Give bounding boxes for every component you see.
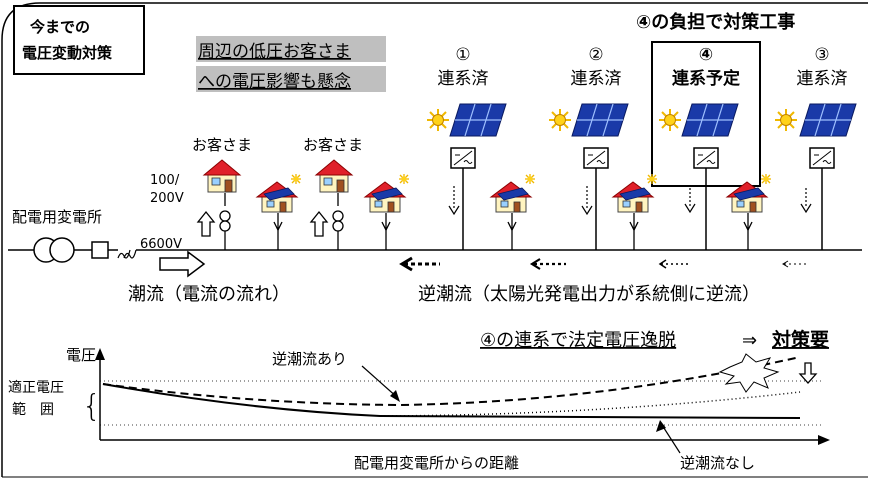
- up-arrow-icon: [309, 210, 329, 237]
- y-axis-arrowhead: [95, 348, 105, 360]
- pv-customer-house-1: [256, 173, 302, 250]
- pv-house-icon: [612, 173, 658, 213]
- sun-icon: [658, 108, 682, 132]
- customer-label-1: お客さま: [192, 136, 252, 154]
- with-reverse-leader-arrowhead: [390, 390, 400, 402]
- pv-house-icon: [364, 173, 410, 213]
- pv-unit-2-num: ②: [588, 45, 603, 65]
- with-reverse-leader: [361, 365, 399, 399]
- voltage-high-label: 6600V: [140, 237, 182, 252]
- substation-label: 配電用変電所: [12, 208, 102, 226]
- customer-house-2: [309, 159, 353, 250]
- concern-line-2: への電圧影響も懸念: [198, 71, 351, 92]
- sun-icon: [774, 108, 798, 132]
- inverter-icon: [583, 147, 609, 169]
- pv-house-icon: [256, 173, 302, 213]
- pv-unit-3-num: ③: [814, 45, 829, 65]
- x-axis-label: 配電用変電所からの距離: [354, 454, 519, 472]
- inverter-icon: [809, 147, 835, 169]
- violation-text: ④の連系で法定電圧逸脱: [480, 330, 676, 351]
- pv-unit-3-label: 連系済: [797, 69, 848, 89]
- pole-transformer-icon: [219, 210, 231, 232]
- customer-label-2: お客さま: [303, 136, 363, 154]
- pv-house-icon: [490, 173, 536, 213]
- pv-unit-2-label: 連系済: [571, 69, 622, 89]
- inverter-icon: [693, 147, 719, 169]
- pv-unit-2: [548, 103, 629, 250]
- solar-panel-icon: [449, 103, 507, 137]
- concern-bg-1: [196, 36, 386, 62]
- title-line-1: 今までの: [29, 18, 90, 36]
- down-arrow-icon: [798, 362, 818, 384]
- down-arrow-icon: [743, 221, 753, 232]
- customer-house-1: [196, 159, 241, 250]
- range-label-1: 適正電圧: [8, 379, 64, 396]
- reverse-flow-arrows: [399, 256, 806, 272]
- curve-without-reverse: [102, 383, 801, 419]
- voltage-chart: 電圧 適正電圧 範 囲 { 逆潮流あり 逆潮流なし 配電用変電所からの距離: [8, 346, 830, 472]
- flow-normal-label: 潮流（電流の流れ）: [128, 284, 290, 305]
- y-axis-label: 電圧: [66, 346, 96, 364]
- down-arrow-icon: [273, 221, 283, 232]
- concern-bg-2: [196, 66, 386, 92]
- solar-panel-icon: [571, 103, 629, 137]
- down-arrow-icon: [381, 221, 391, 232]
- pv-customer-house-2: [364, 173, 410, 250]
- pv-customer-house-5: [726, 173, 772, 250]
- without-reverse-leader-arrowhead: [656, 420, 666, 432]
- pv-unit-4: [658, 103, 739, 250]
- pv-unit-1-num: ①: [455, 45, 470, 65]
- forward-flow-arrow-icon: [159, 250, 206, 278]
- title-line-2: 電圧変動対策: [22, 44, 113, 62]
- without-reverse-leader: [661, 424, 681, 454]
- voltage-low-line-1: 100/: [150, 173, 180, 188]
- x-axis-arrowhead: [818, 435, 830, 445]
- solar-panel-icon: [681, 103, 739, 137]
- pv-unit-4-label: 連系予定: [672, 68, 740, 89]
- without-reverse-label: 逆潮流なし: [680, 454, 755, 472]
- with-reverse-label: 逆潮流あり: [272, 350, 347, 368]
- pv-house-icon: [726, 173, 772, 213]
- title-box: [13, 5, 145, 75]
- pv-unit-3: [774, 103, 857, 250]
- range-brace: {: [82, 389, 101, 424]
- substation-transformer-icon: [8, 237, 137, 263]
- house-icon: [203, 159, 241, 193]
- flow-reverse-label: 逆潮流（太陽光発電出力が系統側に逆流）: [418, 284, 760, 305]
- range-label-2: 範 囲: [12, 401, 54, 418]
- solar-panel-icon: [799, 103, 857, 137]
- pole-transformer-icon: [332, 210, 344, 232]
- pv-unit-4-num: ④: [699, 45, 713, 65]
- pv-customer-house-4: [612, 173, 658, 250]
- up-arrow-icon: [196, 210, 216, 237]
- violation-arrow: ⇒: [742, 330, 757, 351]
- pv-unit-1: [426, 103, 507, 250]
- burst-icon: [718, 353, 780, 393]
- down-arrow-icon: [507, 221, 517, 232]
- inverter-icon: [450, 147, 476, 169]
- action-needed: 対策要: [771, 328, 829, 351]
- headline: ④の負担で対策工事: [636, 11, 795, 33]
- voltage-low-line-2: 200V: [150, 191, 184, 206]
- house-icon: [315, 159, 353, 193]
- pv-customer-house-3: [490, 173, 536, 250]
- curve-with-reverse: [102, 356, 801, 407]
- concern-line-1: 周辺の低圧お客さま: [198, 42, 351, 62]
- breaker-icon: [91, 241, 109, 259]
- sun-icon: [548, 108, 572, 132]
- pv-unit-1-label: 連系済: [438, 69, 489, 89]
- down-arrow-icon: [629, 221, 639, 232]
- sun-icon: [426, 108, 450, 132]
